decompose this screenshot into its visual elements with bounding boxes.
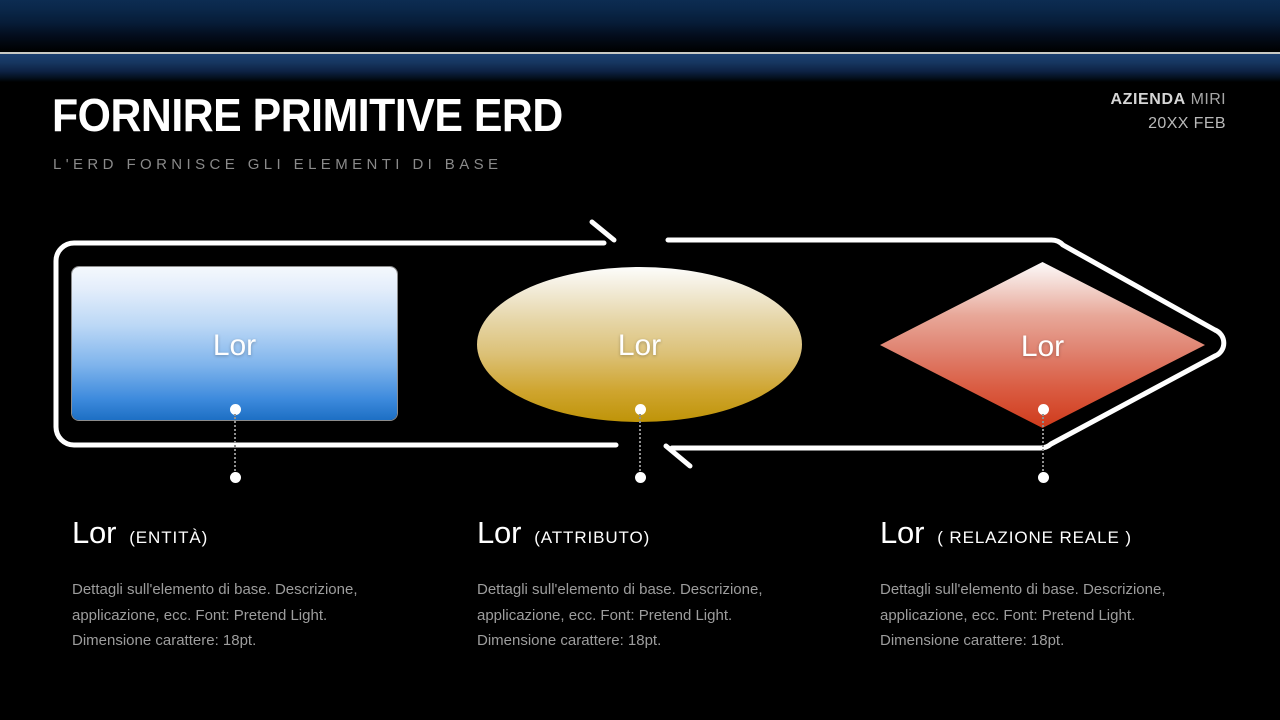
column-attribute: Lor (ATTRIBUTO) Dettagli sull'elemento d… [477,515,807,654]
column-body: Dettagli sull'elemento di base. Descrizi… [880,581,1166,649]
header-date: 20XX FEB [1148,115,1226,132]
column-term: Lor [72,515,117,550]
page-subtitle: L'ERD FORNISCE GLI ELEMENTI DI BASE [53,156,503,173]
shape-attribute-label: Lor [617,329,662,362]
connector-dot-top [1037,404,1049,415]
top-decorative-bands [0,0,1280,82]
column-heading: Lor ( RELAZIONE REALE ) [880,515,1210,551]
connector-dot-top [229,404,241,415]
top-band-upper [0,0,1280,52]
column-kind: (ATTRIBUTO) [534,528,651,547]
column-body: Dettagli sull'elemento di base. Descrizi… [477,581,763,649]
column-kind: ( RELAZIONE REALE ) [937,528,1132,547]
top-band-divider [0,52,1280,54]
shape-relationship-label: Lor [1020,330,1065,363]
connector-dot-bottom [1037,472,1049,483]
connector-dotted-line [234,414,236,474]
slide-header: FORNIRE PRIMITIVE ERD L'ERD FORNISCE GLI… [0,82,1280,202]
shape-entity-label: Lor [212,329,257,362]
column-heading: Lor (ATTRIBUTO) [477,515,807,551]
column-term: Lor [477,515,522,550]
connector-dot-bottom [229,472,241,483]
page-title: FORNIRE PRIMITIVE ERD [52,89,563,141]
column-relationship: Lor ( RELAZIONE REALE ) Dettagli sull'el… [880,515,1210,654]
company-suffix: MIRI [1190,91,1226,108]
column-heading: Lor (ENTITÀ) [72,515,402,551]
connector-dotted-line [1042,414,1044,474]
connector-dot-bottom [634,472,646,483]
header-meta: AZIENDA MIRI 20XX FEB [1110,88,1226,136]
company-line: AZIENDA MIRI [1110,88,1226,112]
shape-entity-rectangle[interactable]: Lor [72,267,397,420]
column-body: Dettagli sull'elemento di base. Descrizi… [72,581,358,649]
shape-attribute-ellipse[interactable]: Lor [477,267,802,422]
column-entity: Lor (ENTITÀ) Dettagli sull'elemento di b… [72,515,402,654]
connector-dot-top [634,404,646,415]
column-kind: (ENTITÀ) [129,528,209,547]
connector-dotted-line [639,414,641,474]
company-name: AZIENDA [1110,91,1186,108]
top-band-lower [0,54,1280,82]
column-term: Lor [880,515,925,550]
